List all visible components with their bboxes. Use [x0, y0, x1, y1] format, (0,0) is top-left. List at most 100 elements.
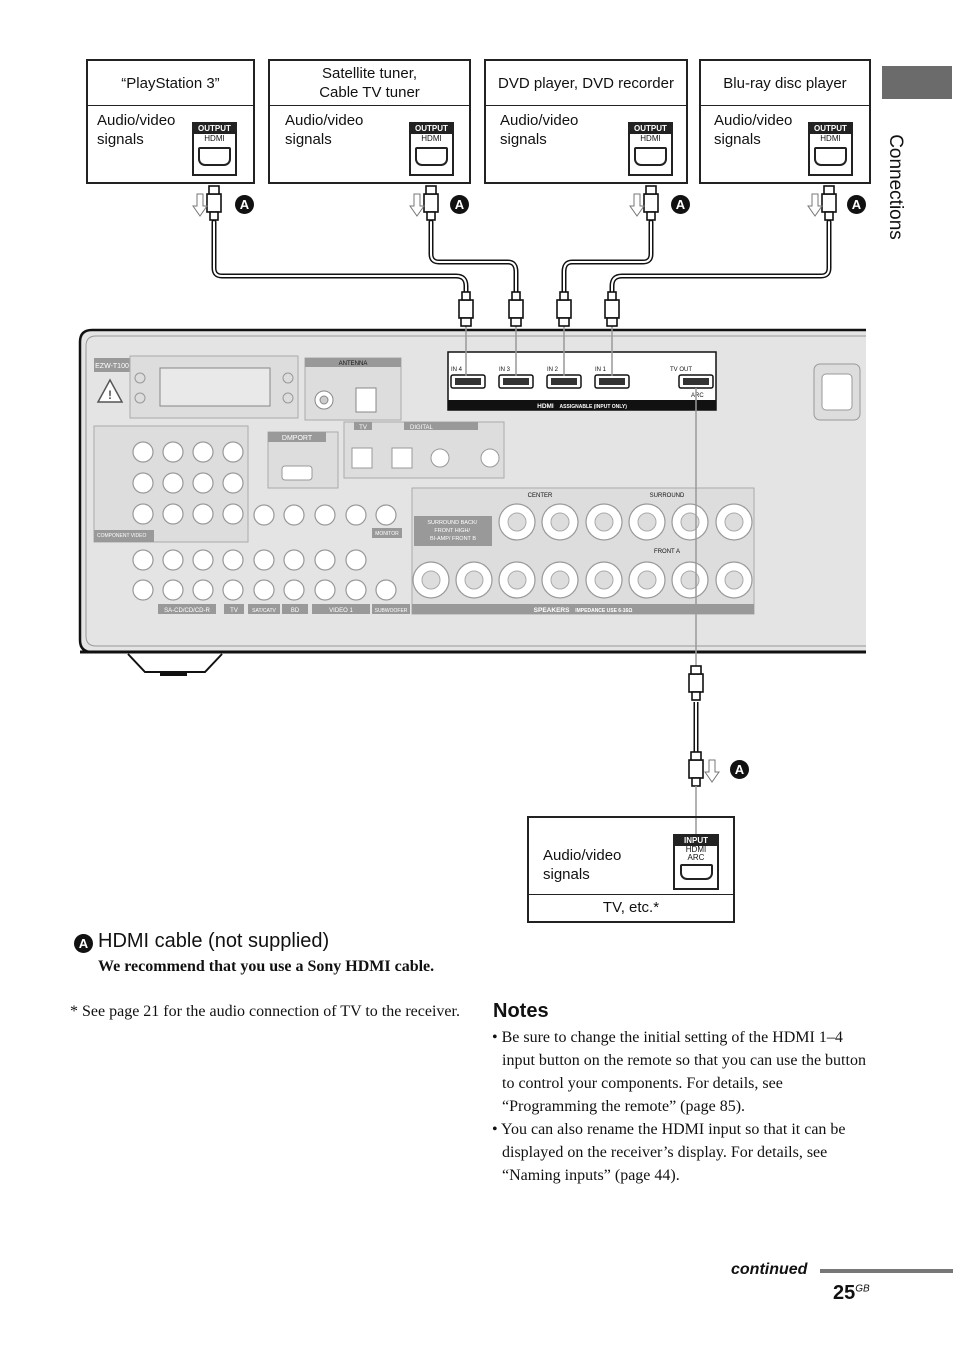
receiver-rear-panel: EZW-T100 ! ANTENNA HDMI ASSIGNABLE (INPU…: [78, 328, 866, 676]
bottom-label-subwoofer: SUBWOOFER: [375, 608, 408, 614]
signal-label: Audio/video signals: [285, 112, 364, 148]
port-label: OUTPUT: [194, 124, 235, 134]
device-box-bluray: Blu-ray disc player Audio/video signals …: [699, 59, 871, 184]
cable-a-badge: A: [450, 195, 469, 214]
hdmi-output-port: OUTPUT HDMI: [628, 122, 673, 176]
cable-a-badge: A: [847, 195, 866, 214]
notes-list: • Be sure to change the initial setting …: [492, 1026, 872, 1187]
arrow-down-icon: [409, 193, 425, 217]
page-suffix: GB: [855, 1283, 870, 1295]
page-number-value: 25: [833, 1282, 856, 1304]
surround-label: SURROUND: [650, 493, 685, 499]
device-box-satellite-tuner: Satellite tuner, Cable TV tuner Audio/vi…: [268, 59, 471, 184]
cable-title: HDMI cable (not supplied): [98, 930, 330, 952]
section-tab-marker: [882, 66, 952, 99]
surround-back-line1: SURROUND BACK/: [427, 520, 477, 526]
device-name: DVD player, DVD recorder: [486, 61, 686, 106]
note-item: • You can also rename the HDMI input so …: [492, 1121, 846, 1184]
connection-diagram: EZW-T100 ! ANTENNA HDMI ASSIGNABLE (INPU…: [78, 185, 866, 850]
continued-label: continued: [731, 1261, 808, 1278]
hdmi-socket-icon: [679, 864, 713, 880]
svg-text:SURROUND BACK/ FRONT HIG: SURROUND BACK/ FRONT HIGH/ BI-AMP/ FRONT…: [427, 520, 478, 542]
cable-a-badge: A: [235, 195, 254, 214]
tv-tag: TV: [359, 425, 367, 431]
hdmi-plug: [423, 185, 439, 221]
tv-name: TV, etc.*: [529, 894, 733, 921]
hdmi-plug: [821, 185, 837, 221]
cable-a-badge: A: [730, 760, 749, 779]
svg-text:SPEAKERS IMPEDANCE USE 6: SPEAKERS IMPEDANCE USE 6-16Ω: [534, 607, 633, 614]
dmport-label: DMPORT: [282, 435, 313, 442]
bottom-label-sacd: SA-CD/CD/CD-R: [164, 608, 210, 614]
digital-label: DIGITAL: [410, 425, 434, 431]
hdmi-in2-label: IN 2: [547, 367, 559, 373]
page-number: 25GB: [833, 1282, 870, 1305]
speakers-label: SPEAKERS: [534, 607, 570, 614]
arrow-down-icon: [192, 193, 208, 217]
device-name: Blu-ray disc player: [701, 61, 869, 106]
hdmi-in4-label: IN 4: [451, 367, 463, 373]
tv-box: Audio/video signals INPUT HDMI ARC TV, e…: [527, 816, 735, 923]
hdmi-plug: [604, 291, 620, 327]
hdmi-plug: [643, 185, 659, 221]
port-type: HDMI: [421, 134, 442, 143]
front-a-label: FRONT A: [654, 549, 680, 555]
hdmi-output-port: OUTPUT HDMI: [409, 122, 454, 176]
component-video-label: COMPONENT VIDEO: [97, 533, 146, 539]
center-label: CENTER: [528, 493, 553, 499]
bottom-label-bd: BD: [291, 608, 300, 614]
hdmi-input-port: INPUT HDMI ARC: [673, 834, 719, 890]
port-label: OUTPUT: [411, 124, 452, 134]
hdmi-in3-label: IN 3: [499, 367, 511, 373]
port-type: HDMI: [820, 134, 841, 143]
hdmi-plug: [206, 185, 222, 221]
surround-back-line2: FRONT HIGH/: [434, 528, 470, 534]
hdmi-socket-icon: [415, 147, 448, 166]
arrow-down-icon: [629, 193, 645, 217]
device-name: “PlayStation 3”: [88, 61, 253, 106]
note-item: • Be sure to change the initial setting …: [492, 1029, 866, 1115]
tv-out-label: TV OUT: [670, 367, 692, 373]
device-box-playstation: “PlayStation 3” Audio/video signals OUTP…: [86, 59, 255, 184]
device-box-dvd: DVD player, DVD recorder Audio/video sig…: [484, 59, 688, 184]
port-type: HDMI: [204, 134, 225, 143]
cable-a-badge: A: [671, 195, 690, 214]
hdmi-plug: [458, 291, 474, 327]
signal-label: Audio/video signals: [714, 112, 793, 148]
hdmi-plug: [556, 291, 572, 327]
hdmi-in1-label: IN 1: [595, 367, 607, 373]
hdmi-socket-icon: [634, 147, 667, 166]
device-name: Satellite tuner, Cable TV tuner: [270, 61, 469, 106]
model-label: EZW-T100: [95, 363, 129, 370]
hdmi-socket-icon: [198, 147, 231, 166]
port-type: HDMI ARC: [685, 845, 707, 862]
tv-footnote: * See page 21 for the audio connection o…: [70, 1003, 460, 1020]
port-type: HDMI: [640, 134, 661, 143]
hdmi-plug: [508, 291, 524, 327]
signal-label: Audio/video signals: [500, 112, 579, 148]
surround-back-line3: BI-AMP/ FRONT B: [430, 536, 476, 542]
hdmi-socket-icon: [814, 147, 847, 166]
tv-signal-label: Audio/video signals: [543, 847, 622, 883]
svg-text:HDMI ASSIGNABLE (INPUT O: HDMI ASSIGNABLE (INPUT ONLY): [537, 403, 627, 410]
bottom-label-satcatv: SAT/CATV: [252, 608, 276, 614]
cable-recommendation: We recommend that you use a Sony HDMI ca…: [98, 958, 435, 975]
port-label: OUTPUT: [630, 124, 671, 134]
hdmi-plug: [688, 751, 704, 787]
arrow-down-icon: [807, 193, 823, 217]
continued-rule: [820, 1269, 953, 1273]
arc-label: ARC: [691, 393, 704, 399]
hdmi-bar-sub: ASSIGNABLE (INPUT ONLY): [560, 404, 628, 410]
signal-label: Audio/video signals: [97, 112, 176, 148]
hdmi-plug: [688, 665, 704, 701]
bottom-label-tv: TV: [230, 608, 238, 614]
notes-heading: Notes: [493, 1000, 549, 1022]
port-label: INPUT: [675, 836, 717, 846]
monitor-label: MONITOR: [375, 531, 399, 537]
hdmi-output-port: OUTPUT HDMI: [192, 122, 237, 176]
bottom-label-video1: VIDEO 1: [329, 608, 353, 614]
antenna-label: ANTENNA: [339, 361, 368, 367]
hdmi-output-port: OUTPUT HDMI: [808, 122, 853, 176]
port-label: OUTPUT: [810, 124, 851, 134]
cable-a-badge: A: [74, 934, 93, 953]
